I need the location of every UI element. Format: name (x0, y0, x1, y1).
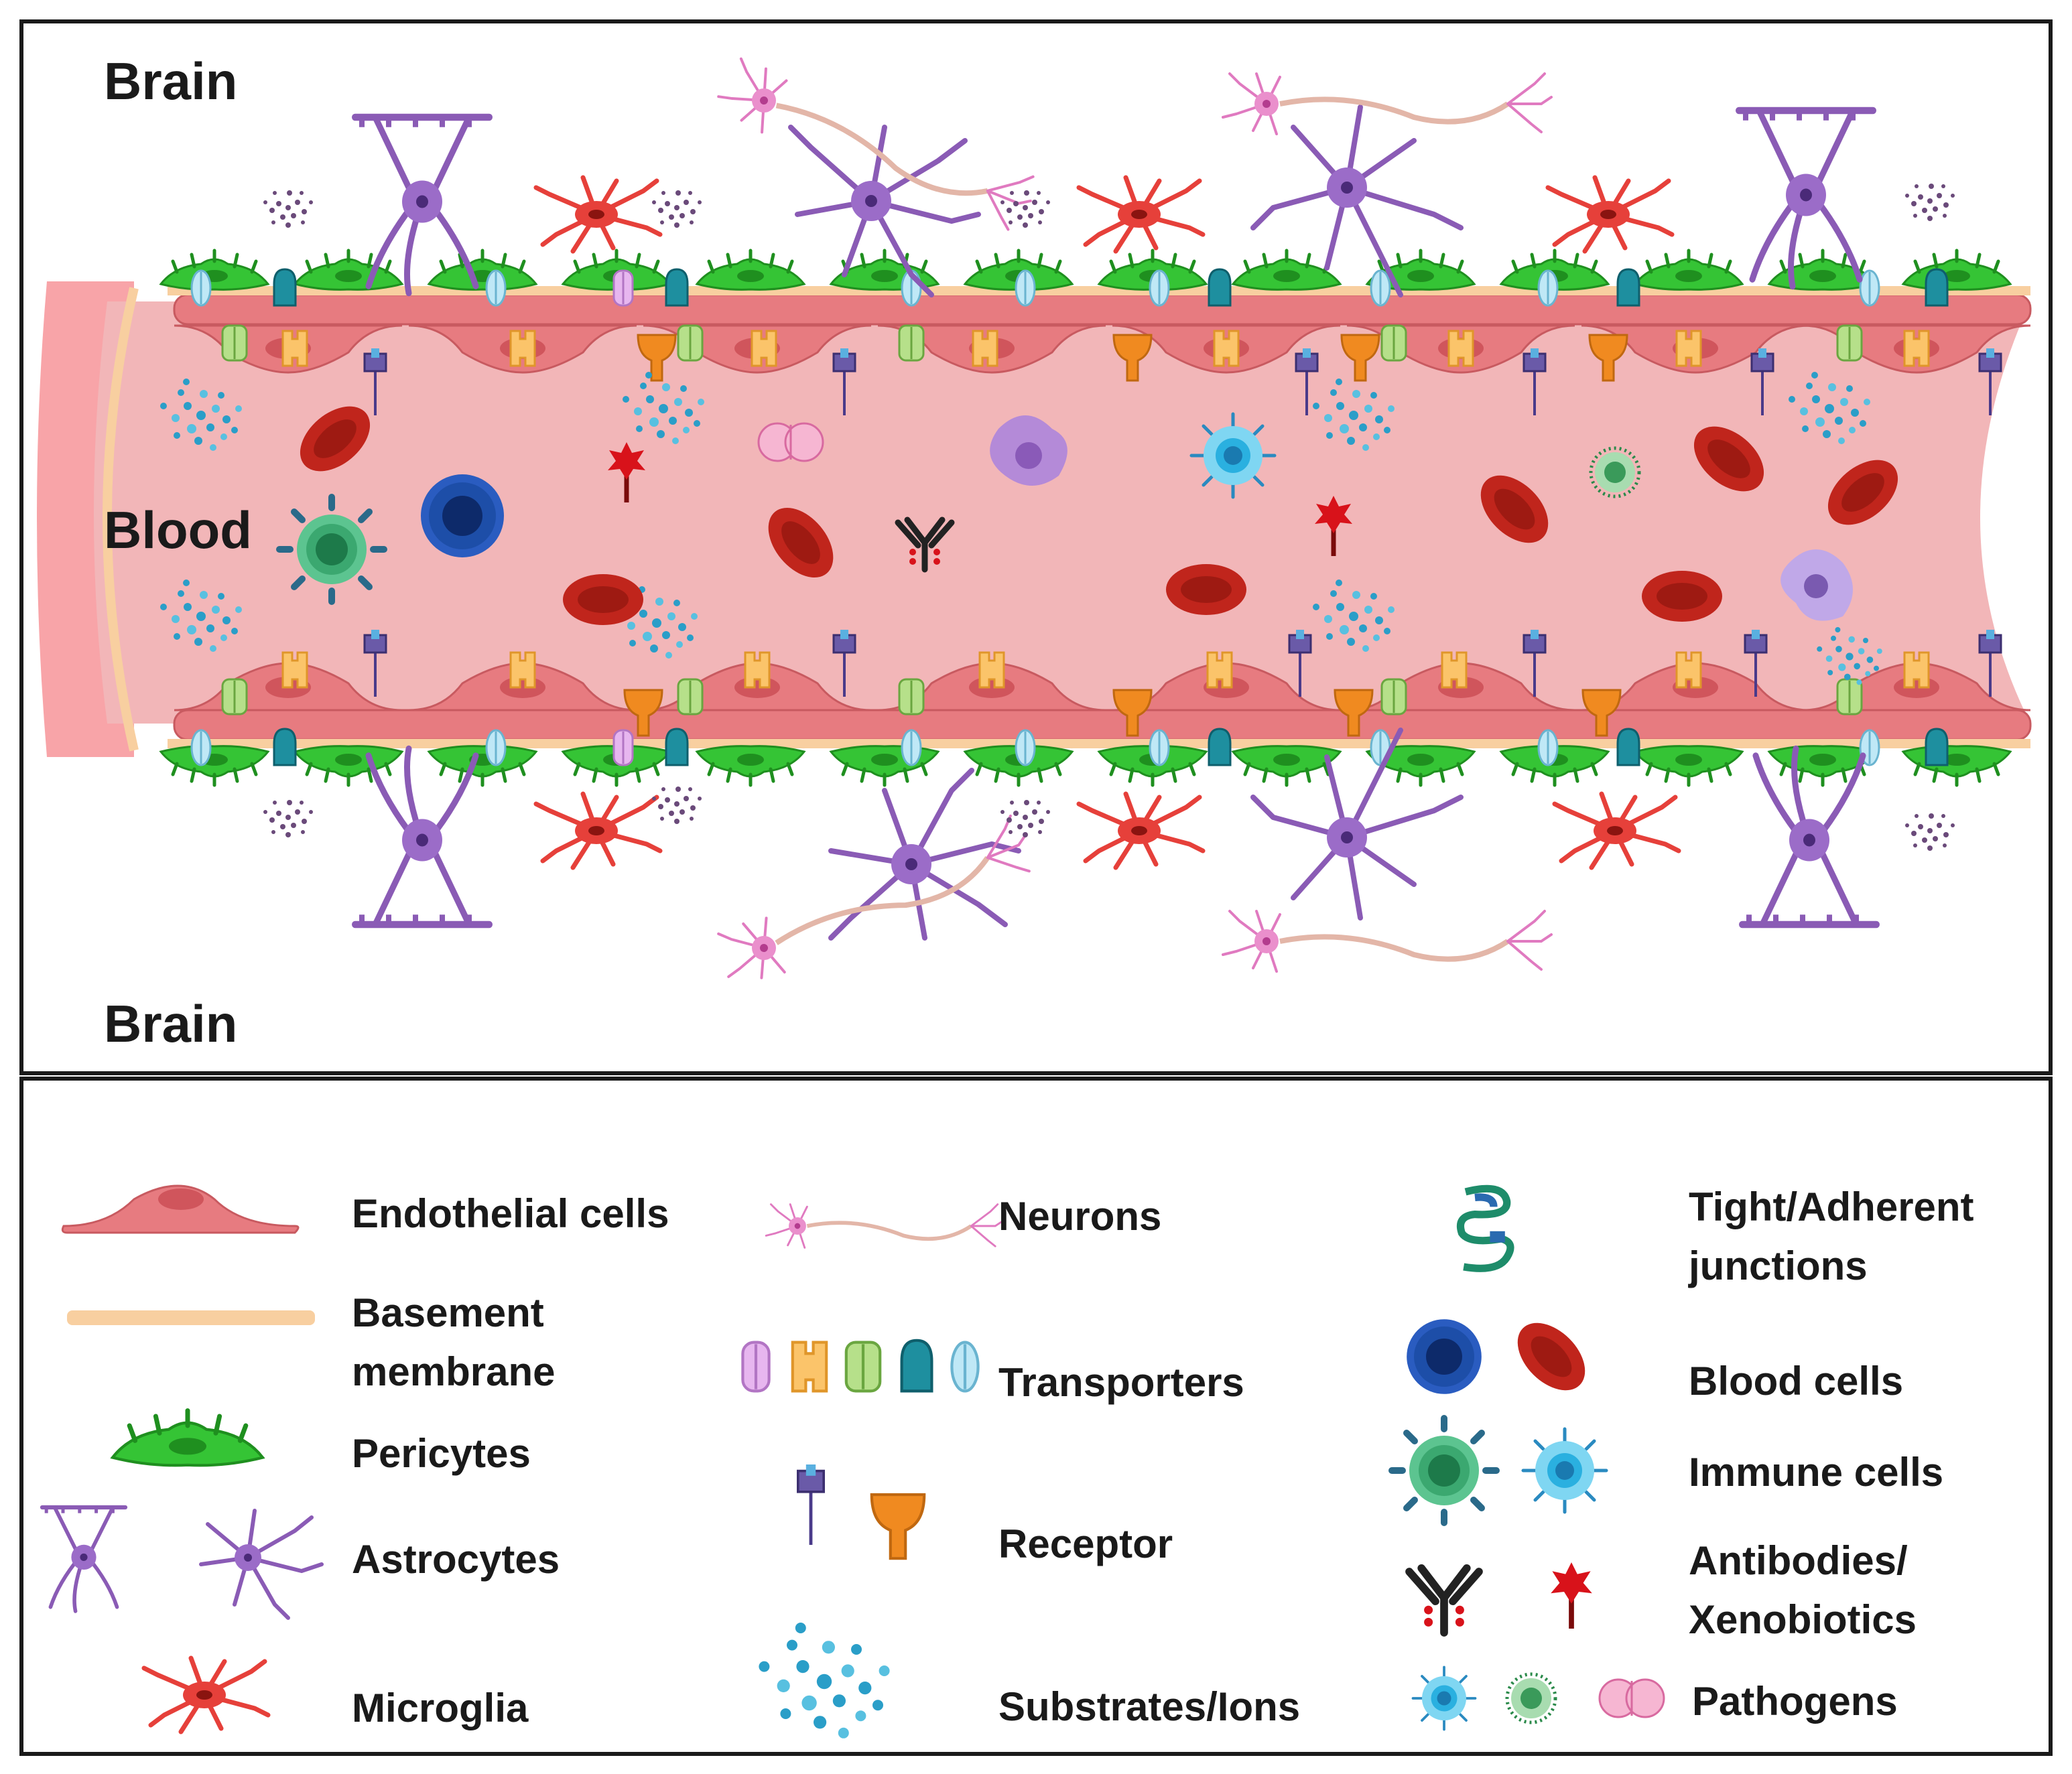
legend-item-pathogens: Pathogens (1411, 1665, 1898, 1731)
legend-item-antibodies: Antibodies/ Xenobiotics (1409, 1538, 1917, 1642)
legend-label-basement-1: Basement (352, 1290, 544, 1335)
legend-item-substrates: Substrates/Ions (759, 1623, 1300, 1738)
legend-item-microglia: Microglia (144, 1658, 529, 1732)
legend-item-neurons: Neurons (766, 1194, 1161, 1247)
endothelial-strip-top (173, 293, 2032, 326)
legend-item-receptor: Receptor (798, 1464, 1173, 1566)
label-brain-bottom: Brain (104, 994, 237, 1053)
legend-item-pericytes: Pericytes (113, 1411, 531, 1476)
legend-item-endothelial: Endothelial cells (61, 1184, 669, 1236)
legend-label-substrates: Substrates/Ions (998, 1684, 1300, 1729)
legend-item-transporters: Transporters (742, 1341, 1244, 1405)
blood-contents (160, 372, 1911, 685)
legend-label-pericytes: Pericytes (352, 1431, 531, 1476)
legend-label-tight-2: junctions (1688, 1243, 1868, 1288)
legend-item-basement: Basement membrane (67, 1290, 555, 1394)
legend-label-immune-cells: Immune cells (1689, 1450, 1943, 1495)
legend-label-basement-2: membrane (352, 1349, 555, 1394)
legend-label-antibodies-1: Antibodies/ (1689, 1538, 1908, 1583)
legend-item-immune-cells: Immune cells (1392, 1418, 1943, 1523)
legend-label-neurons: Neurons (998, 1194, 1161, 1239)
label-blood: Blood (104, 500, 252, 559)
legend-label-endothelial: Endothelial cells (352, 1191, 669, 1236)
legend-label-astrocytes: Astrocytes (352, 1537, 560, 1582)
legend: Endothelial cells Basement membrane Peri… (42, 1184, 1974, 1738)
legend-label-blood-cells: Blood cells (1689, 1359, 1903, 1404)
basement-membrane-left (103, 287, 139, 752)
legend-item-blood-cells: Blood cells (1407, 1310, 1903, 1404)
endothelial-strip-bottom (173, 709, 2032, 741)
label-brain-top: Brain (104, 52, 237, 111)
legend-label-antibodies-2: Xenobiotics (1689, 1597, 1917, 1642)
astrocytes (355, 105, 1876, 941)
legend-label-tight-1: Tight/Adherent (1689, 1184, 1974, 1229)
legend-item-astrocytes: Astrocytes (42, 1507, 560, 1620)
legend-label-microglia: Microglia (352, 1686, 529, 1730)
legend-label-receptor: Receptor (998, 1521, 1173, 1566)
legend-frame (19, 1077, 2053, 1756)
legend-item-tight-junctions: Tight/Adherent junctions (1460, 1184, 1974, 1288)
legend-label-pathogens: Pathogens (1692, 1679, 1898, 1724)
legend-label-transporters: Transporters (998, 1360, 1244, 1405)
